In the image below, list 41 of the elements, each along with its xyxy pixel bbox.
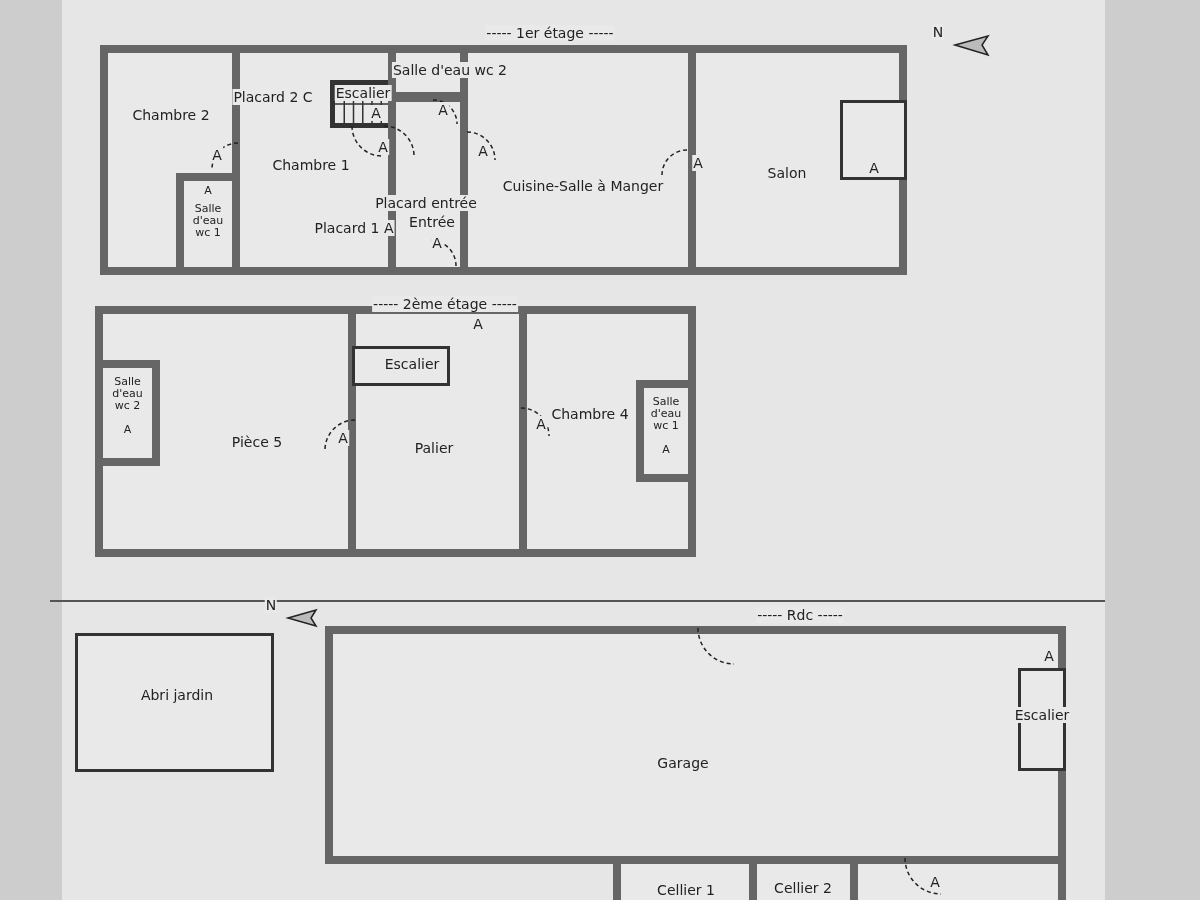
door-mark: A (337, 430, 349, 446)
door-mark: A (211, 147, 223, 163)
floor-heading: ----- 2ème étage ----- (372, 296, 518, 312)
room-label: Placard 2 C (232, 89, 314, 105)
outlined-box (75, 633, 274, 772)
door-mark: A (868, 160, 880, 176)
room-label: Cuisine-Salle à Manger (501, 178, 665, 194)
room-label: Placard 1 A (313, 220, 395, 236)
room-label: Escalier (334, 85, 392, 101)
door-mark: A (370, 105, 382, 121)
room-label: Garage (656, 755, 710, 771)
room-outline (519, 306, 696, 557)
room-label: Salon (766, 165, 808, 181)
room-label: Chambre 2 (131, 107, 211, 123)
door-mark: A (437, 102, 449, 118)
floor-heading: ----- 1er étage ----- (485, 25, 615, 41)
staircase (352, 346, 450, 386)
door-mark: A (431, 235, 443, 251)
door-mark: A (377, 139, 389, 155)
floor-heading: ----- Rdc ----- (756, 607, 844, 623)
room-label: Escalier (1013, 707, 1071, 723)
door-mark: A (929, 874, 941, 890)
compass-letter: N (264, 597, 278, 613)
room-label: Salle d'eau wc 2 (391, 62, 509, 78)
room-label: Pièce 5 (230, 434, 284, 450)
room-label: Cellier 1 (656, 882, 716, 898)
door-mark: A (1043, 648, 1055, 664)
door-mark: A (535, 416, 547, 432)
room-label: Placard entrée (374, 195, 478, 211)
room-label: Abri jardin (139, 687, 215, 703)
outlined-box (840, 100, 907, 180)
room-label: Entrée (408, 214, 456, 230)
door-mark: A (477, 143, 489, 159)
compass-letter: N (931, 24, 945, 40)
room-label: Escalier (383, 356, 441, 372)
door-mark: A (472, 316, 484, 332)
room-label: Chambre 4 (550, 406, 630, 422)
room-label: Cellier 2 (773, 880, 833, 896)
door-mark: A (692, 155, 704, 171)
room-label: Palier (413, 440, 455, 456)
room-label: Chambre 1 (271, 157, 351, 173)
